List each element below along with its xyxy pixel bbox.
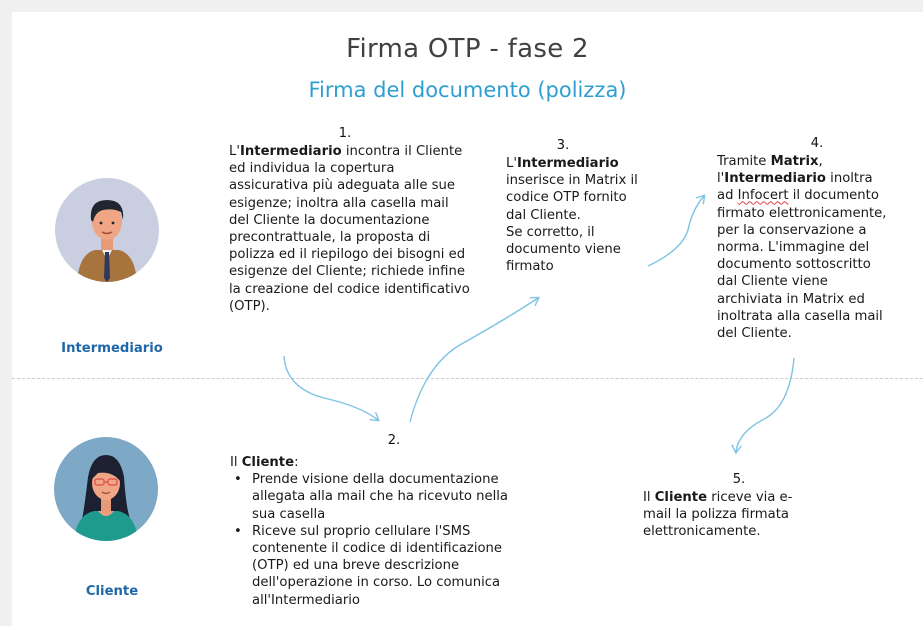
step-2-bullet-list: Prende visione della documentazione alle… [230, 471, 530, 609]
section-divider [12, 378, 923, 379]
intermediary-person-icon [77, 200, 137, 282]
step-3-prefix: L' [506, 156, 517, 171]
intermediary-label: Intermediario [61, 341, 163, 356]
step-2-text: Il Cliente: Prende visione della documen… [230, 454, 530, 609]
step-4-after: inoltra ad [717, 171, 873, 204]
step-5-bold: Cliente [654, 490, 708, 505]
step-5-prefix: Il [643, 490, 655, 505]
step-4-bold-1: Matrix [770, 154, 819, 169]
arrow-step3-to-step4 [647, 196, 704, 267]
arrow-step2-to-step3 [409, 298, 538, 423]
step-2-bullet: Riceve sul proprio cellulare l'SMS conte… [234, 523, 530, 609]
step-5-text: Il Cliente riceve via e-mail la polizza … [643, 489, 813, 541]
step-2-intro-bold: Cliente [241, 455, 295, 470]
step-2-bullet: Prende visione della documentazione alle… [234, 471, 530, 523]
step-3-body2: Se corretto, il documento viene firmato [506, 224, 621, 275]
step-3-bold: Intermediario [516, 156, 619, 171]
step-1-prefix: L' [229, 144, 240, 159]
step-3-body: inserisce in Matrix il codice OTP fornit… [506, 173, 638, 223]
flow-arrows [283, 12, 795, 626]
step-2-intro-prefix: Il [230, 455, 242, 470]
client-avatar [54, 437, 158, 541]
intermediary-avatar [55, 178, 159, 282]
slide: Firma OTP - fase 2 Firma del documento (… [12, 12, 923, 626]
step-2-number: 2. [387, 433, 401, 448]
arrow-step1-to-step2 [283, 355, 378, 420]
step-4-body: il documento firmato elettronicamente, p… [717, 188, 887, 342]
step-5-number: 5. [732, 472, 746, 487]
step-3-number: 3. [556, 138, 570, 153]
step-4-text: Tramite Matrix, l'Intermediario inoltra … [717, 153, 892, 342]
step-1-bold: Intermediario [239, 144, 342, 159]
page-subtitle: Firma del documento (polizza) [308, 78, 627, 102]
step-1-body: incontra il Cliente ed individua la cope… [229, 144, 470, 314]
step-3-text: L'Intermediario inserisce in Matrix il c… [506, 155, 646, 275]
step-4-bold-2: Intermediario [724, 171, 826, 187]
step-1-text: L'Intermediario incontra il Cliente ed i… [229, 143, 472, 315]
step-5-body: riceve via e-mail la polizza firmata ele… [643, 490, 793, 540]
client-person-icon [74, 455, 138, 541]
step-4-infocert: Infocert [737, 188, 789, 204]
arrow-step4-to-step5 [736, 357, 795, 452]
step-1-number: 1. [338, 126, 352, 141]
step-4-prefix: Tramite [717, 154, 771, 169]
step-2-intro-suffix: : [294, 455, 299, 470]
page-title: Firma OTP - fase 2 [346, 34, 589, 64]
step-4-number: 4. [810, 136, 824, 151]
step-4-mid: , l' [717, 154, 823, 187]
client-label: Cliente [85, 584, 139, 599]
step-2-intro: Il Cliente: [230, 454, 530, 471]
